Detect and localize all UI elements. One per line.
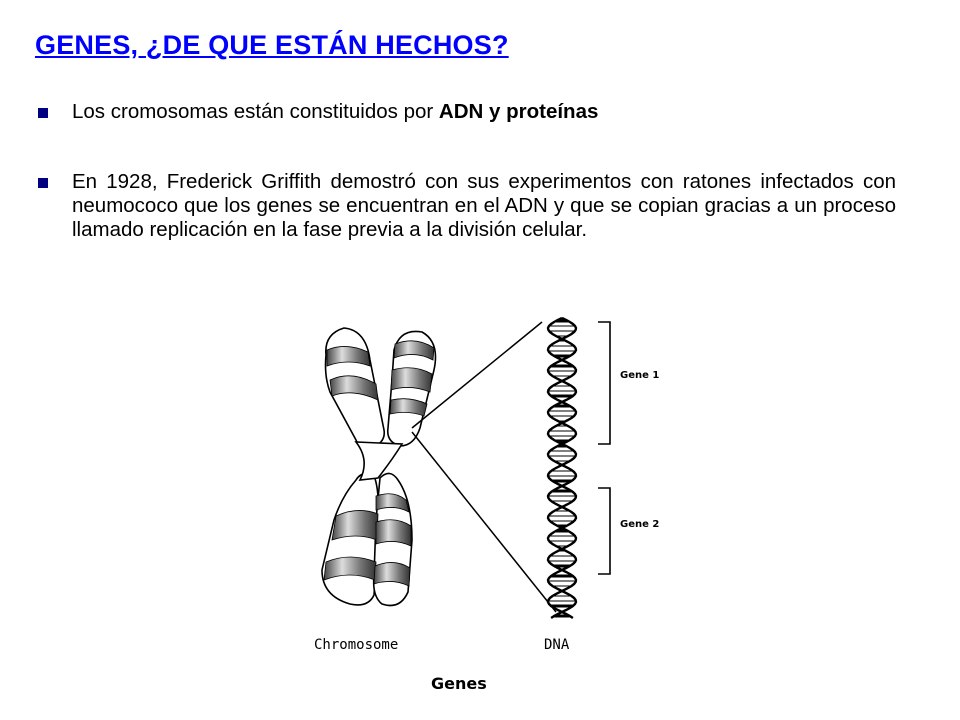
gene-1-bracket: Gene 1: [598, 321, 659, 445]
chromosome-label: Chromosome: [314, 637, 398, 653]
bullet-list: Los cromosomas están constituidos por AD…: [38, 100, 896, 242]
bullet-item: Los cromosomas están constituidos por AD…: [38, 100, 896, 124]
bullet-text-bold: ADN y proteínas: [438, 100, 599, 123]
gene-2-label: Gene 2: [620, 519, 659, 530]
dna-strand-a: [546, 316, 578, 619]
genes-diagram: Gene 1 Gene 2 Chromosome DNA Genes: [314, 316, 659, 693]
square-bullet-icon: [38, 178, 48, 188]
figure-caption: Genes: [431, 674, 487, 693]
bullet-text-plain: Los cromosomas están constituidos por: [72, 100, 439, 123]
dna-helix-illustration: [546, 316, 578, 619]
bullet-text: En 1928, Frederick Griffith demostró con…: [72, 170, 896, 241]
chromosome-illustration: [321, 327, 437, 607]
square-bullet-icon: [38, 108, 48, 118]
gene-1-label: Gene 1: [620, 370, 659, 381]
slide-title: GENES, ¿DE QUE ESTÁN HECHOS?: [35, 30, 509, 60]
dna-label: DNA: [544, 637, 570, 653]
zoom-lines: [411, 321, 557, 613]
bullet-item: En 1928, Frederick Griffith demostró con…: [38, 170, 896, 242]
gene-2-bracket: Gene 2: [598, 487, 659, 575]
dna-strand-b: [546, 316, 578, 619]
bullet-text: Los cromosomas están constituidos por AD…: [72, 100, 896, 124]
